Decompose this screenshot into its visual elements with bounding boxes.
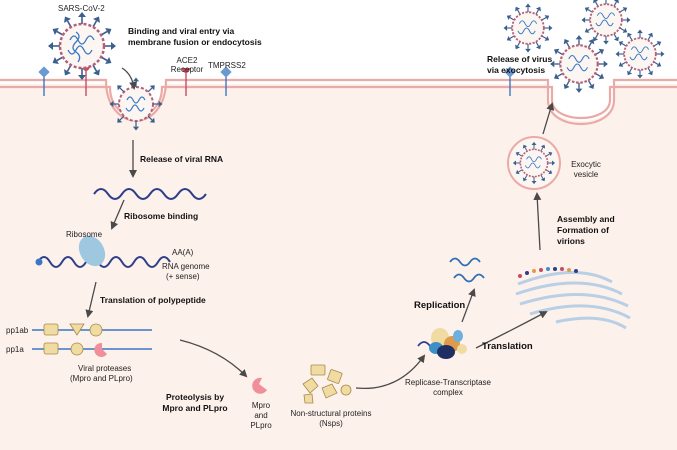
arrow-translation	[475, 311, 548, 349]
arrow-entry	[121, 67, 138, 90]
released-virion-icon	[582, 0, 631, 44]
ribosome-label: Ribosome	[66, 230, 103, 239]
cell-cytoplasm	[0, 84, 677, 450]
released-virion-icon	[616, 30, 665, 79]
endoplasmic-reticulum-icon	[515, 270, 631, 330]
arrow-translation-polypeptide	[85, 281, 97, 318]
assembly-label-line1: Assembly and	[557, 214, 615, 224]
exocytic-vesicle-label-line1: Exocytic	[571, 160, 601, 169]
proteolysis-label-line2: Mpro and PLpro	[162, 403, 228, 413]
arrow-to-rtc	[355, 354, 426, 390]
replicated-rna-icon	[449, 257, 485, 283]
released-virion-icon	[504, 4, 553, 53]
mpro-label-line1: Mpro	[251, 401, 271, 410]
translation-polypeptide-label: Translation of polypeptide	[100, 295, 206, 305]
arrow-ribosome-binding	[110, 199, 125, 230]
pathway-arrows	[85, 67, 555, 390]
viral-proteases-label-line2: (Mpro and PLpro)	[70, 374, 133, 383]
arrow-exocytosis	[542, 102, 555, 135]
rna-genome-label-line2: (+ sense)	[166, 272, 200, 281]
ribosome-binding-label: Ribosome binding	[124, 211, 199, 221]
ace2-label-line1: ACE2	[176, 56, 198, 65]
sars-cov-2-label: SARS-CoV-2	[58, 4, 105, 13]
release-virus-label-line1: Release of virus	[487, 54, 553, 64]
budding-virion-icon	[550, 35, 608, 93]
tmprss2-icon	[38, 66, 50, 96]
arrow-proteolysis	[179, 339, 248, 378]
viral-proteases-label-line1: Viral proteases	[78, 364, 132, 373]
pp1ab-label: pp1ab	[6, 326, 29, 335]
translation-label: Translation	[482, 341, 533, 352]
mpro-label-line2: and	[254, 411, 268, 420]
polyproteins	[32, 323, 152, 357]
binding-entry-label-line2: membrane fusion or endocytosis	[128, 37, 262, 47]
pp1a-label: pp1a	[6, 345, 24, 354]
release-rna-label: Release of viral RNA	[140, 154, 224, 164]
polya-label: AA(A)	[172, 248, 194, 257]
mpro-label-line3: PLpro	[250, 421, 272, 430]
nsps-label-line2: (Nsps)	[319, 419, 343, 428]
rna-genome-label-line1: RNA genome	[162, 262, 210, 271]
plpro-icon	[94, 342, 107, 357]
release-virus-label-line2: via exocytosis	[487, 65, 546, 75]
assembly-label-line3: virions	[557, 236, 585, 246]
endosome-virion-icon	[108, 76, 164, 132]
ribosome-rna-complex	[35, 235, 171, 268]
rtc-label-line1: Replicase-Transcriptase	[405, 378, 491, 387]
ace2-receptor-icon	[181, 68, 191, 96]
arrow-replication	[461, 288, 476, 323]
nsps-label-line1: Non-structural proteins	[290, 409, 372, 418]
exocytic-vesicle-icon	[507, 136, 561, 190]
binding-entry-label-line1: Binding and viral entry via	[128, 26, 235, 36]
exocytic-vesicle-label-line2: vesicle	[573, 170, 599, 179]
arrow-assembly	[533, 192, 542, 251]
golgi-proteins	[518, 267, 578, 278]
ace2-label-line2: Receptor	[170, 65, 204, 74]
rtc-label-line2: complex	[433, 388, 463, 397]
mpro-icon	[252, 377, 267, 394]
nsp-cluster-icon	[302, 364, 352, 404]
replication-label: Replication	[414, 300, 466, 311]
proteolysis-label-line1: Proteolysis by	[165, 392, 225, 402]
sars-cov-2-virion-icon	[47, 11, 117, 81]
ribosome-icon	[78, 235, 106, 267]
viral-rna-strand	[93, 188, 207, 200]
tmprss2-label: TMPRSS2	[208, 61, 246, 70]
assembly-label-line2: Formation of	[557, 225, 609, 235]
replicase-transcriptase-complex-icon	[417, 328, 467, 359]
